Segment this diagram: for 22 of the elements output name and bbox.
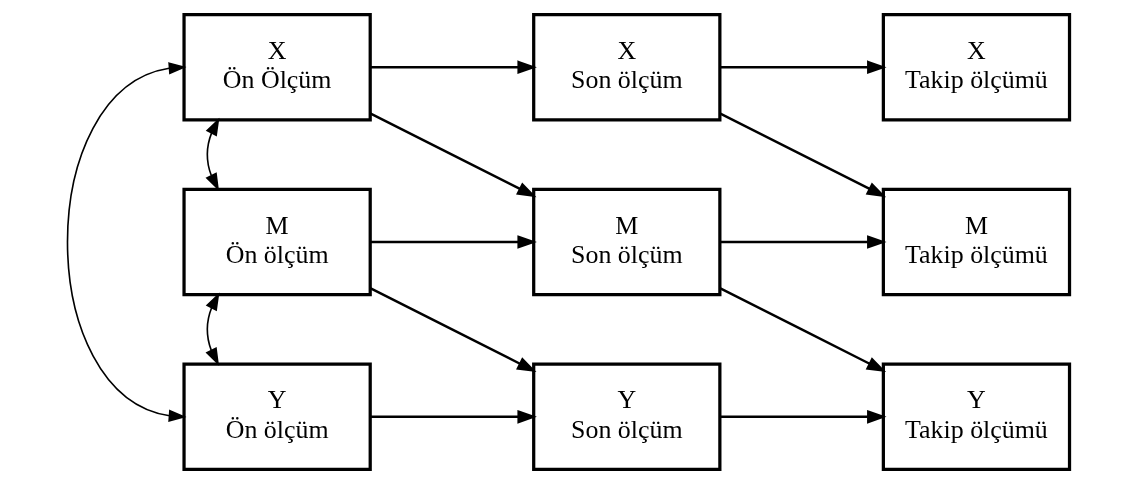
arrow [370,410,537,424]
node-box: M Takip ölçümü [881,187,1072,297]
node-box: Y Ön ölçüm [182,362,372,472]
node-box: M Son ölçüm [532,187,722,297]
arrow [719,60,887,74]
node-box: X Ön Ölçüm [182,12,372,122]
arrow [719,235,887,249]
arrow [719,112,887,198]
arrow [205,117,220,191]
arrow [369,287,537,373]
arrow [66,62,187,422]
arrow [205,292,220,366]
arrow [369,112,537,198]
node-box: X Son ölçüm [532,12,722,122]
arrow [370,235,537,249]
node-box: M Ön ölçüm [182,187,372,297]
node-box: Y Son ölçüm [532,362,722,472]
arrow [370,60,537,74]
node-box: Y Takip ölçümü [881,362,1072,472]
node-box: X Takip ölçümü [881,12,1072,122]
arrow [719,287,887,373]
arrow [719,410,887,424]
